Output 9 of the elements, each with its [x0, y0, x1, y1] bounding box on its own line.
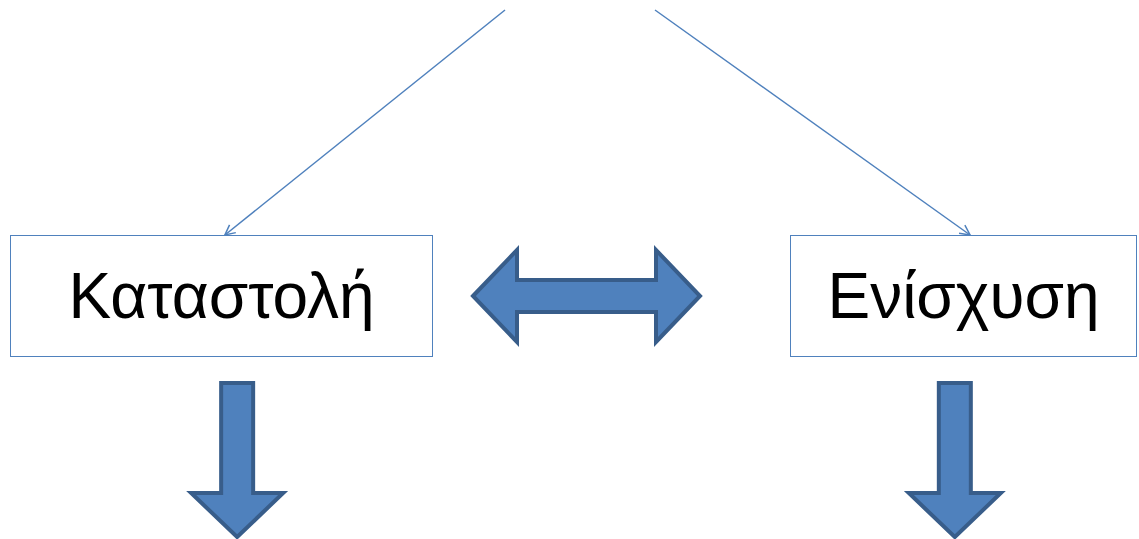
process-box	[10, 235, 433, 357]
arrow	[654, 9, 971, 236]
process-box	[790, 235, 1137, 357]
arrow	[224, 9, 506, 236]
block-arrow	[903, 381, 1006, 539]
box-label: Ενίσχυση	[827, 259, 1100, 333]
double-block-arrow	[470, 245, 703, 347]
block-arrow	[186, 381, 289, 539]
box-label: Καταστολή	[68, 259, 375, 333]
